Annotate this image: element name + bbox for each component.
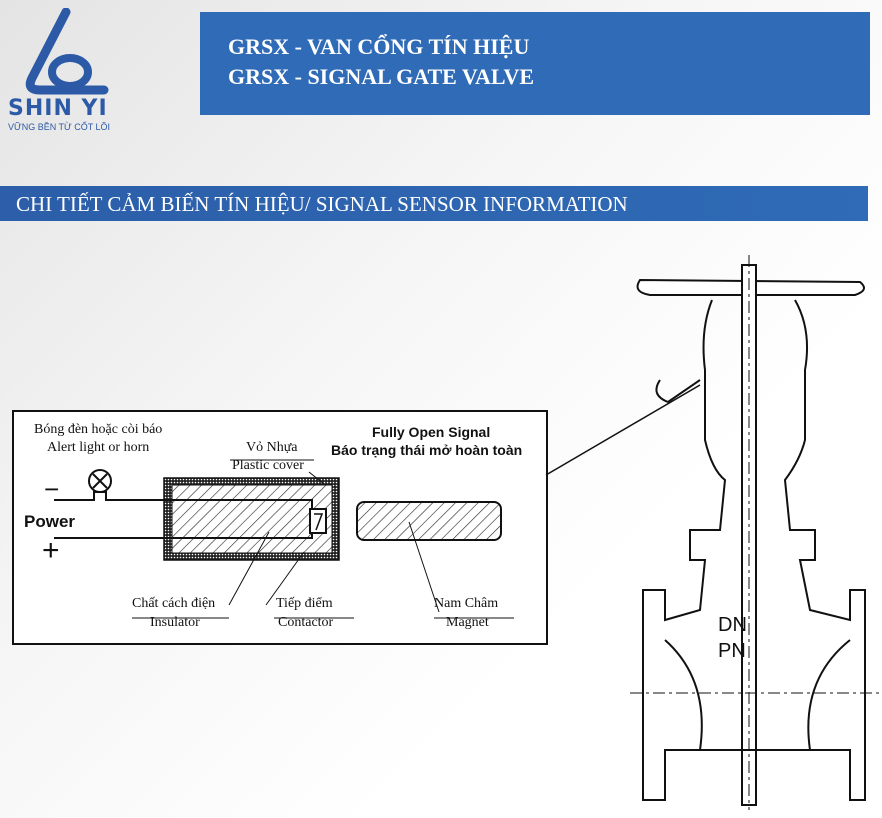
alert-label-vi: Bóng đèn hoặc còi báo [34,422,163,437]
section-title: CHI TIẾT CẢM BIẾN TÍN HIỆU/ SIGNAL SENSO… [16,192,628,216]
magnet [356,501,502,541]
plus-sign: + [42,534,60,567]
minus-sign: − [44,474,60,504]
magnet-label-en: Magnet [446,615,489,630]
sensor-schematic [54,459,514,619]
signal-label-en: Fully Open Signal [372,424,491,440]
power-label: Power [24,512,76,531]
insulator-label-en: Insulator [150,615,200,630]
cover-label-en: Plastic cover [232,458,304,473]
signal-label-vi: Báo trạng thái mở hoàn toàn [331,442,523,458]
magnet-label-vi: Nam Châm [434,596,499,611]
contactor-label-en: Contactor [278,615,334,630]
dn-label: DN [718,614,747,636]
title-banner: GRSX - VAN CỔNG TÍN HIỆU GRSX - SIGNAL G… [200,12,870,115]
contactor-label-vi: Tiếp điểm [276,596,333,611]
brand-name: SHIN YI [8,96,108,121]
shinyi-logo-icon [25,8,109,95]
insulator-label-vi: Chất cách điện [132,596,216,611]
sensor-diagram: Bóng đèn hoặc còi báo Alert light or hor… [12,410,548,645]
pn-label: PN [718,640,746,662]
title-vi: GRSX - VAN CỔNG TÍN HIỆU [228,34,530,59]
alert-label-en: Alert light or horn [47,440,150,455]
cover-label-vi: Vỏ Nhựa [246,440,298,455]
title-en: GRSX - SIGNAL GATE VALVE [228,64,535,89]
section-header: CHI TIẾT CẢM BIẾN TÍN HIỆU/ SIGNAL SENSO… [0,186,868,221]
brand-tagline: VỮNG BỀN TỪ CỐT LÕI [8,122,111,132]
contactor-switch [309,508,327,534]
